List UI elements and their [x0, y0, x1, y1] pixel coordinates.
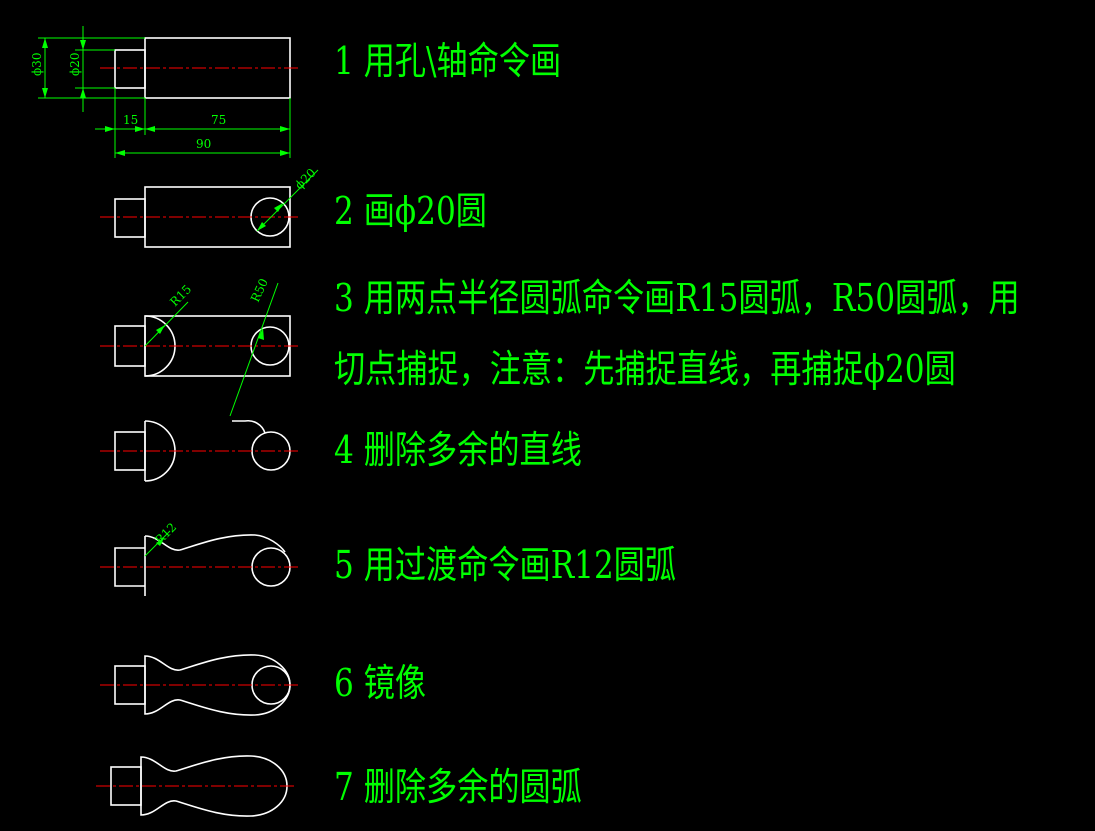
leader-r50	[229, 282, 279, 417]
step-3-text-line-1: 3 用两点半径圆弧命令画R15圆弧，R50圆弧，用	[334, 276, 1020, 320]
figure-step-2: ϕ20	[100, 166, 319, 248]
step-4-text: 4 删除多余的直线	[334, 428, 582, 472]
arrowhead	[80, 40, 86, 50]
arrowhead	[145, 126, 155, 132]
dim-dia30: ϕ30	[30, 53, 44, 76]
figure-step-4	[100, 419, 300, 482]
step-2-text: 2 画ϕ20圆	[334, 189, 487, 233]
arrowhead	[156, 325, 165, 334]
step-1-text: 1 用孔\轴命令画	[334, 39, 562, 83]
step-3-text-line-2: 切点捕捉，注意：先捕捉直线，再捕捉ϕ20圆	[334, 347, 956, 391]
arrowhead	[280, 150, 290, 156]
small-cylinder	[114, 547, 145, 587]
arrowhead	[135, 126, 145, 132]
leader-line	[256, 169, 319, 232]
arrowhead	[80, 88, 86, 98]
arrowhead	[257, 222, 266, 231]
arrowhead	[156, 538, 164, 546]
step-7-text: 7 删除多余的圆弧	[334, 765, 582, 809]
dim-90: 90	[196, 137, 211, 151]
step-5-text: 5 用过渡命令画R12圆弧	[334, 543, 677, 587]
dim-dia20: ϕ20	[68, 53, 82, 76]
figure-step-3: R15 R50	[100, 276, 300, 417]
arrowhead	[105, 126, 115, 132]
small-cylinder	[114, 198, 146, 238]
arrowhead	[274, 203, 283, 212]
upper-profile	[144, 534, 286, 553]
figure-step-6	[100, 654, 300, 716]
dim-75: 75	[211, 113, 226, 127]
dim-r15: R15	[167, 282, 194, 309]
arrowhead	[258, 328, 264, 340]
step-6-text: 6 镜像	[334, 661, 427, 705]
figure-step-1: ϕ30 ϕ20 15 75 90	[30, 26, 300, 158]
dim-circle-dia20: ϕ20	[292, 166, 318, 192]
arrowhead	[42, 88, 48, 98]
arc-r50-start	[232, 419, 266, 434]
figure-step-5: R12	[100, 520, 300, 596]
arrowhead	[115, 150, 125, 156]
leader-r15	[144, 301, 189, 347]
arrowhead	[42, 38, 48, 48]
arrowhead	[280, 126, 290, 132]
small-cylinder	[114, 49, 146, 89]
dim-15: 15	[123, 113, 138, 127]
dim-r50: R50	[248, 276, 271, 304]
figure-step-7	[96, 755, 297, 817]
